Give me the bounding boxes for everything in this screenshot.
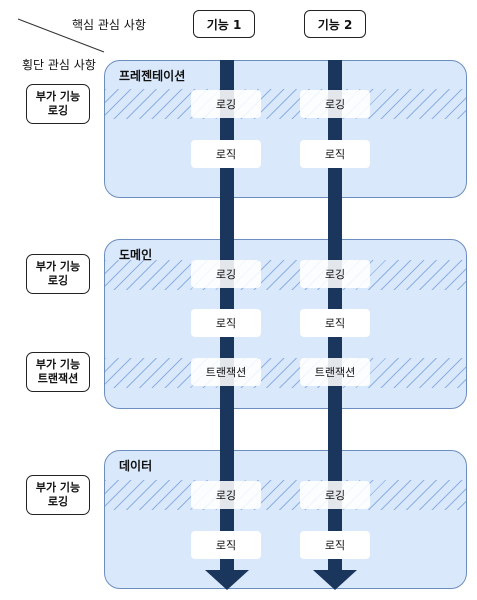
domain-logging-band (105, 260, 466, 290)
header-diagonal-line (17, 18, 105, 53)
presentation-layer-title: 프레젠테이션 (119, 69, 186, 83)
presentation-feature-2-logic-cell: 로직 (300, 140, 370, 168)
side-box-presentation-logging: 부가 기능 로깅 (26, 84, 90, 124)
side-box-data-logging: 부가 기능 로깅 (26, 475, 90, 515)
data-layer: 데이터 (104, 450, 467, 589)
domain-feature-1-logging-cell: 로깅 (191, 260, 261, 288)
side-box-domain-logging: 부가 기능 로깅 (26, 254, 90, 294)
side-box-subtitle: 트랜잭션 (37, 372, 79, 385)
feature-2-header: 기능 2 (304, 10, 366, 38)
side-box-domain-transaction: 부가 기능 트랜잭션 (26, 352, 90, 392)
cross-cutting-concerns-label: 횡단 관심 사항 (22, 58, 96, 72)
side-box-title: 부가 기능 (35, 481, 81, 494)
side-box-subtitle: 로깅 (47, 495, 69, 508)
feature-2-arrow-head (313, 570, 357, 590)
feature-1-header: 기능 1 (193, 10, 255, 38)
side-box-subtitle: 로깅 (47, 274, 69, 287)
presentation-logging-band (105, 89, 466, 119)
side-box-title: 부가 기능 (35, 358, 81, 371)
side-box-title: 부가 기능 (35, 90, 81, 103)
data-feature-1-logging-cell: 로깅 (191, 481, 261, 509)
presentation-feature-1-logging-cell: 로깅 (191, 90, 261, 118)
data-feature-1-logic-cell: 로직 (191, 531, 261, 559)
domain-feature-1-transaction-cell: 트랜잭션 (191, 358, 261, 386)
presentation-layer: 프레젠테이션 (104, 60, 467, 198)
domain-feature-1-logic-cell: 로직 (191, 309, 261, 337)
domain-layer-title: 도메인 (119, 248, 153, 262)
domain-transaction-band (105, 358, 466, 388)
domain-feature-2-logging-cell: 로깅 (300, 260, 370, 288)
side-box-title: 부가 기능 (35, 260, 81, 273)
data-feature-2-logging-cell: 로깅 (300, 481, 370, 509)
feature-1-arrow-head (205, 570, 249, 590)
domain-feature-2-transaction-cell: 트랜잭션 (300, 358, 370, 386)
presentation-feature-1-logic-cell: 로직 (191, 140, 261, 168)
data-feature-2-logic-cell: 로직 (300, 531, 370, 559)
presentation-feature-2-logging-cell: 로깅 (300, 90, 370, 118)
data-layer-title: 데이터 (119, 459, 153, 473)
core-concerns-label: 핵심 관심 사항 (72, 18, 146, 32)
data-logging-band (105, 480, 466, 510)
side-box-subtitle: 로깅 (47, 104, 69, 117)
domain-feature-2-logic-cell: 로직 (300, 309, 370, 337)
